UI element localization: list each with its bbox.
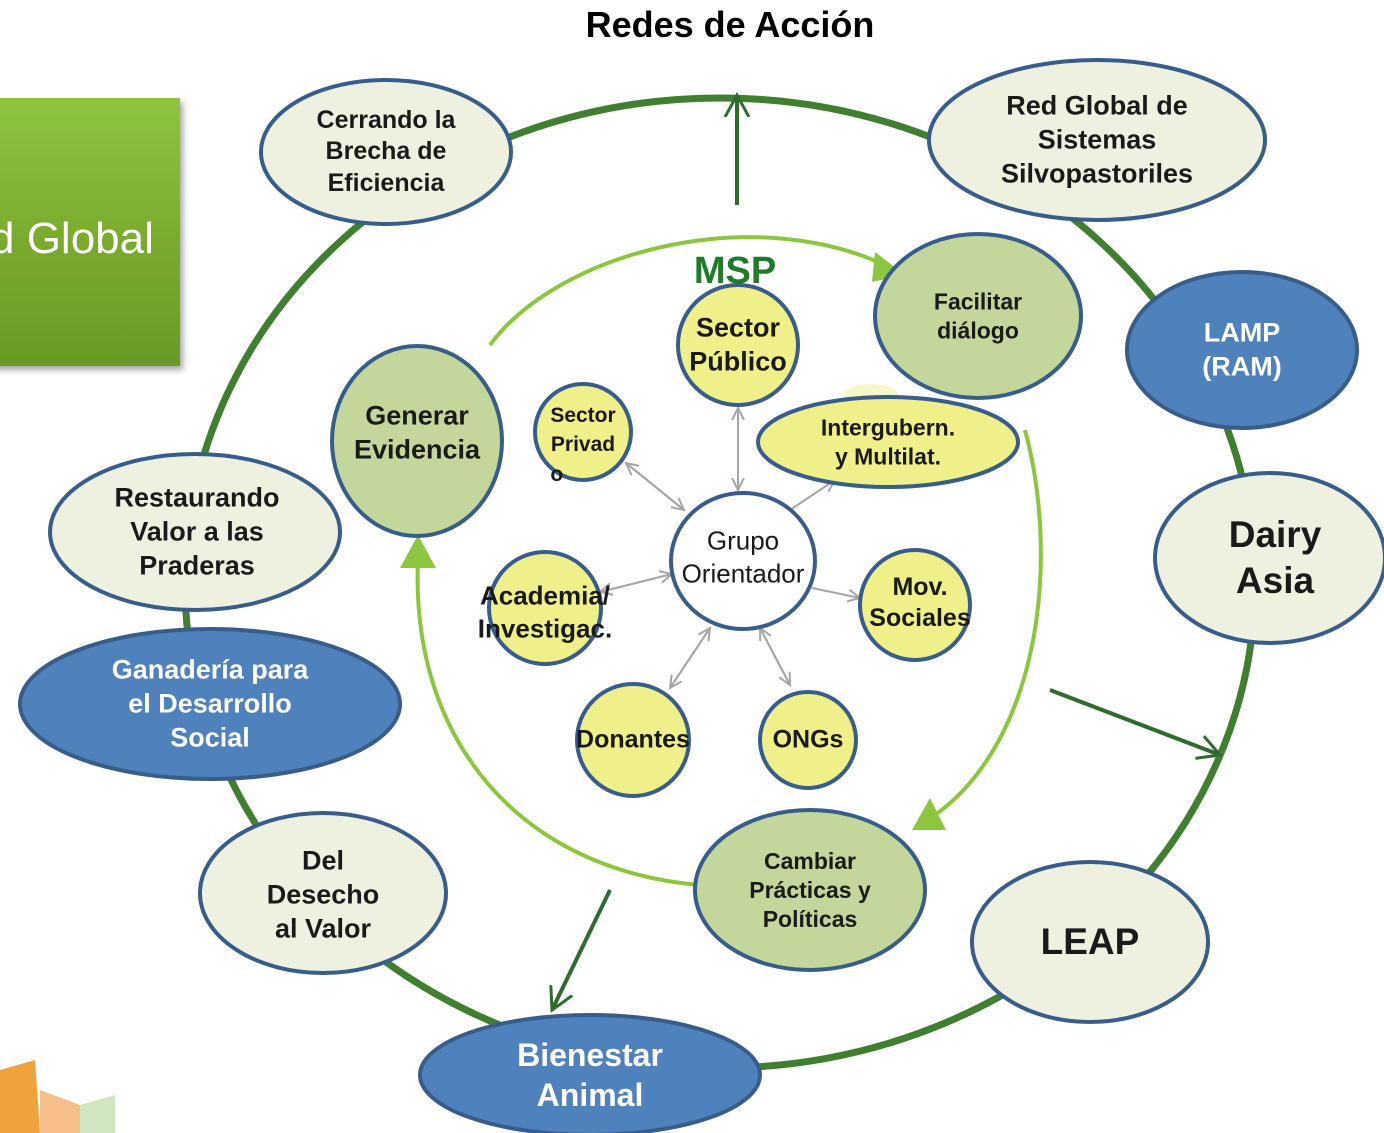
node-cambiar: [693, 808, 927, 972]
node-del-desecho: [198, 811, 448, 975]
label-leap: LEAP: [1040, 920, 1140, 962]
label-ongs: ONGs: [772, 725, 844, 754]
node-grupo-orientador: [669, 491, 817, 631]
node-cerrando: [259, 78, 513, 226]
spoke-privado-back: [625, 462, 684, 510]
node-leap: [970, 860, 1210, 1024]
node-academia: [487, 550, 603, 666]
green-box-text: d Global: [0, 214, 154, 263]
cycle-arrowhead-right: [912, 798, 946, 830]
node-privado: [533, 382, 633, 482]
node-donantes: [575, 682, 691, 798]
node-movs: [858, 548, 972, 662]
node-lamp: [1125, 270, 1359, 430]
node-intergubern: [756, 395, 1020, 489]
arrow-right: [1049, 688, 1220, 755]
spoke-academia-back: [600, 573, 673, 592]
label-donantes: Donantes: [576, 725, 690, 754]
logo-shape-peach: [40, 1090, 80, 1133]
spoke-movs: [811, 587, 860, 598]
node-publico: [676, 283, 800, 407]
label-movs: Mov.Sociales: [869, 572, 971, 632]
cycle-arrow-right: [933, 429, 1043, 817]
node-ongs: [758, 690, 858, 790]
node-red-global: [927, 58, 1267, 222]
spoke-intergubern: [789, 480, 835, 511]
node-facilitar: [873, 232, 1083, 400]
spoke-donantes-back: [669, 628, 710, 689]
label-lamp: LAMP(RAM): [1202, 317, 1282, 381]
spoke-ongs-back: [760, 628, 791, 686]
msp-label: MSP: [693, 250, 777, 292]
green-title-box: d Global: [0, 98, 180, 366]
node-dairy: [1153, 471, 1384, 645]
node-restaurando: [48, 452, 342, 612]
node-ganaderia: [18, 627, 402, 781]
diagram-title: Redes de Acción: [585, 4, 875, 45]
cycle-arrow-left: [415, 559, 701, 887]
node-generar: [330, 344, 504, 538]
logo-shape-green: [80, 1095, 115, 1133]
label-academia: Academia/Investigac.: [477, 580, 613, 644]
label-intergubern: Intergubern.y Multilat.: [820, 414, 956, 469]
logo-shape-orange: [0, 1060, 40, 1133]
cycle-arrowhead-left: [400, 535, 436, 568]
arrow-down: [552, 889, 612, 1010]
cycle-arrow-top: [488, 235, 896, 347]
node-bienestar: [418, 1013, 762, 1133]
